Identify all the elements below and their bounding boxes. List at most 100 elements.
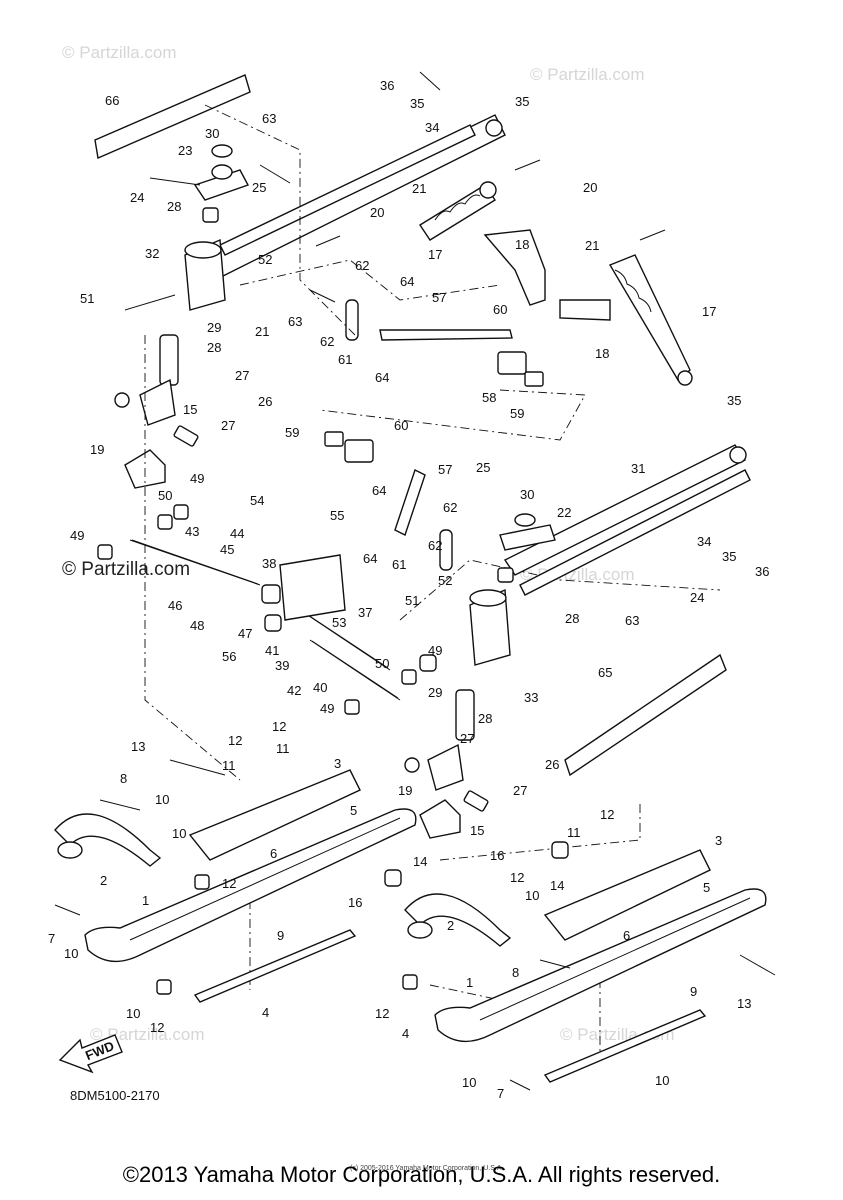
callout-27: 27 [460,731,474,746]
callout-15: 15 [183,402,197,417]
callout-48: 48 [190,618,204,633]
callout-40: 40 [313,680,327,695]
callout-6: 6 [623,928,630,943]
callout-17: 17 [428,247,442,262]
callout-51: 51 [80,291,94,306]
callout-11: 11 [222,758,236,773]
callout-35: 35 [722,549,736,564]
callout-26: 26 [258,394,272,409]
diagram-code: 8DM5100-2170 [70,1088,160,1103]
callout-52: 52 [258,252,272,267]
callout-59: 59 [285,425,299,440]
callout-65: 65 [598,665,612,680]
callout-64: 64 [375,370,389,385]
callout-9: 9 [690,984,697,999]
callout-3: 3 [715,833,722,848]
callout-57: 57 [438,462,452,477]
callout-12: 12 [272,719,286,734]
callout-24: 24 [690,590,704,605]
right-ski-drawing [402,841,776,1091]
callout-49: 49 [320,701,334,716]
callout-27: 27 [221,418,235,433]
callout-64: 64 [400,274,414,289]
callout-59: 59 [510,406,524,421]
callout-63: 63 [625,613,639,628]
callout-26: 26 [545,757,559,772]
callout-20: 20 [583,180,597,195]
callout-12: 12 [222,876,236,891]
callout-12: 12 [510,870,524,885]
callout-56: 56 [222,649,236,664]
callout-64: 64 [363,551,377,566]
callout-11: 11 [567,825,581,840]
callout-12: 12 [150,1020,164,1035]
callout-15: 15 [470,823,484,838]
callout-14: 14 [413,854,427,869]
callout-6: 6 [270,846,277,861]
callout-63: 63 [262,111,276,126]
watermark-middle-left: © Partzilla.com [62,559,190,580]
callout-4: 4 [262,1005,269,1020]
upper-assembly-drawing [94,71,693,489]
callout-27: 27 [513,783,527,798]
footer-copyright: ©2013 Yamaha Motor Corporation, U.S.A. A… [122,1162,721,1187]
callout-27: 27 [235,368,249,383]
callout-12: 12 [228,733,242,748]
callout-37: 37 [358,605,372,620]
callout-30: 30 [205,126,219,141]
callout-16: 16 [348,895,362,910]
callout-10: 10 [64,946,78,961]
callout-21: 21 [412,181,426,196]
callout-54: 54 [250,493,264,508]
callout-28: 28 [167,199,181,214]
callout-63: 63 [288,314,302,329]
callout-1: 1 [466,975,473,990]
callout-12: 12 [375,1006,389,1021]
callout-28: 28 [478,711,492,726]
callout-5: 5 [703,880,710,895]
callout-53: 53 [332,615,346,630]
callout-49: 49 [428,643,442,658]
callout-30: 30 [520,487,534,502]
callout-43: 43 [185,524,199,539]
callout-52: 52 [438,573,452,588]
callout-35: 35 [410,96,424,111]
callout-3: 3 [334,756,341,771]
callout-28: 28 [207,340,221,355]
callout-34: 34 [697,534,711,549]
callout-36: 36 [755,564,769,579]
callout-60: 60 [394,418,408,433]
callout-39: 39 [275,658,289,673]
callout-42: 42 [287,683,301,698]
callout-35: 35 [727,393,741,408]
callout-10: 10 [172,826,186,841]
callout-8: 8 [512,965,519,980]
callout-41: 41 [265,643,279,658]
callout-13: 13 [737,996,751,1011]
callout-1: 1 [142,893,149,908]
small-print: (c) 2005-2016 Yamaha Motor Corporation, … [350,1165,503,1172]
callout-33: 33 [524,690,538,705]
callout-62: 62 [428,538,442,553]
callout-50: 50 [375,656,389,671]
callout-38: 38 [262,556,276,571]
callout-29: 29 [428,685,442,700]
callout-17: 17 [702,304,716,319]
callout-10: 10 [462,1075,476,1090]
callout-18: 18 [515,237,529,252]
callout-62: 62 [443,500,457,515]
callout-25: 25 [476,460,490,475]
watermark-top-left: © Partzilla.com [62,43,177,62]
callout-29: 29 [207,320,221,335]
callout-21: 21 [585,238,599,253]
callout-10: 10 [525,888,539,903]
callout-62: 62 [355,258,369,273]
callout-28: 28 [565,611,579,626]
callout-16: 16 [490,848,504,863]
callout-24: 24 [130,190,144,205]
callout-18: 18 [595,346,609,361]
callout-57: 57 [432,290,446,305]
callout-7: 7 [497,1086,504,1101]
callout-50: 50 [158,488,172,503]
